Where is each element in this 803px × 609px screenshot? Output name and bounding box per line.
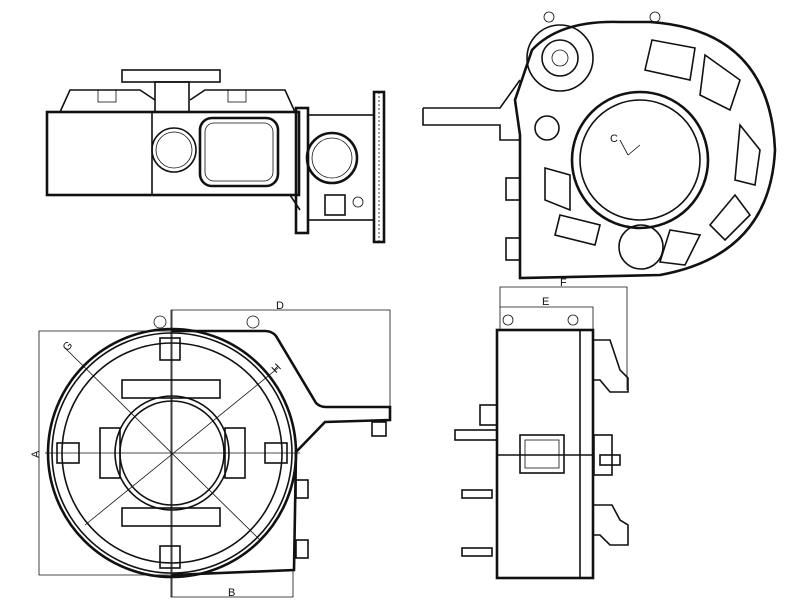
dimension-label-e: E xyxy=(542,296,549,308)
dimension-label-g: G xyxy=(61,339,76,354)
dimension-label-h: H xyxy=(270,362,284,376)
dimension-label-f: F xyxy=(560,277,567,289)
dimension-label-a: A xyxy=(30,450,42,458)
top-view-dimensioned: D B A G H xyxy=(30,300,392,599)
dimension-label-c: C xyxy=(610,133,618,145)
dimension-label-d: D xyxy=(276,300,284,312)
front-view: C xyxy=(422,11,777,280)
side-view xyxy=(45,69,386,244)
end-view-dimensioned: F E xyxy=(454,277,629,580)
dimension-label-b: B xyxy=(228,587,235,599)
